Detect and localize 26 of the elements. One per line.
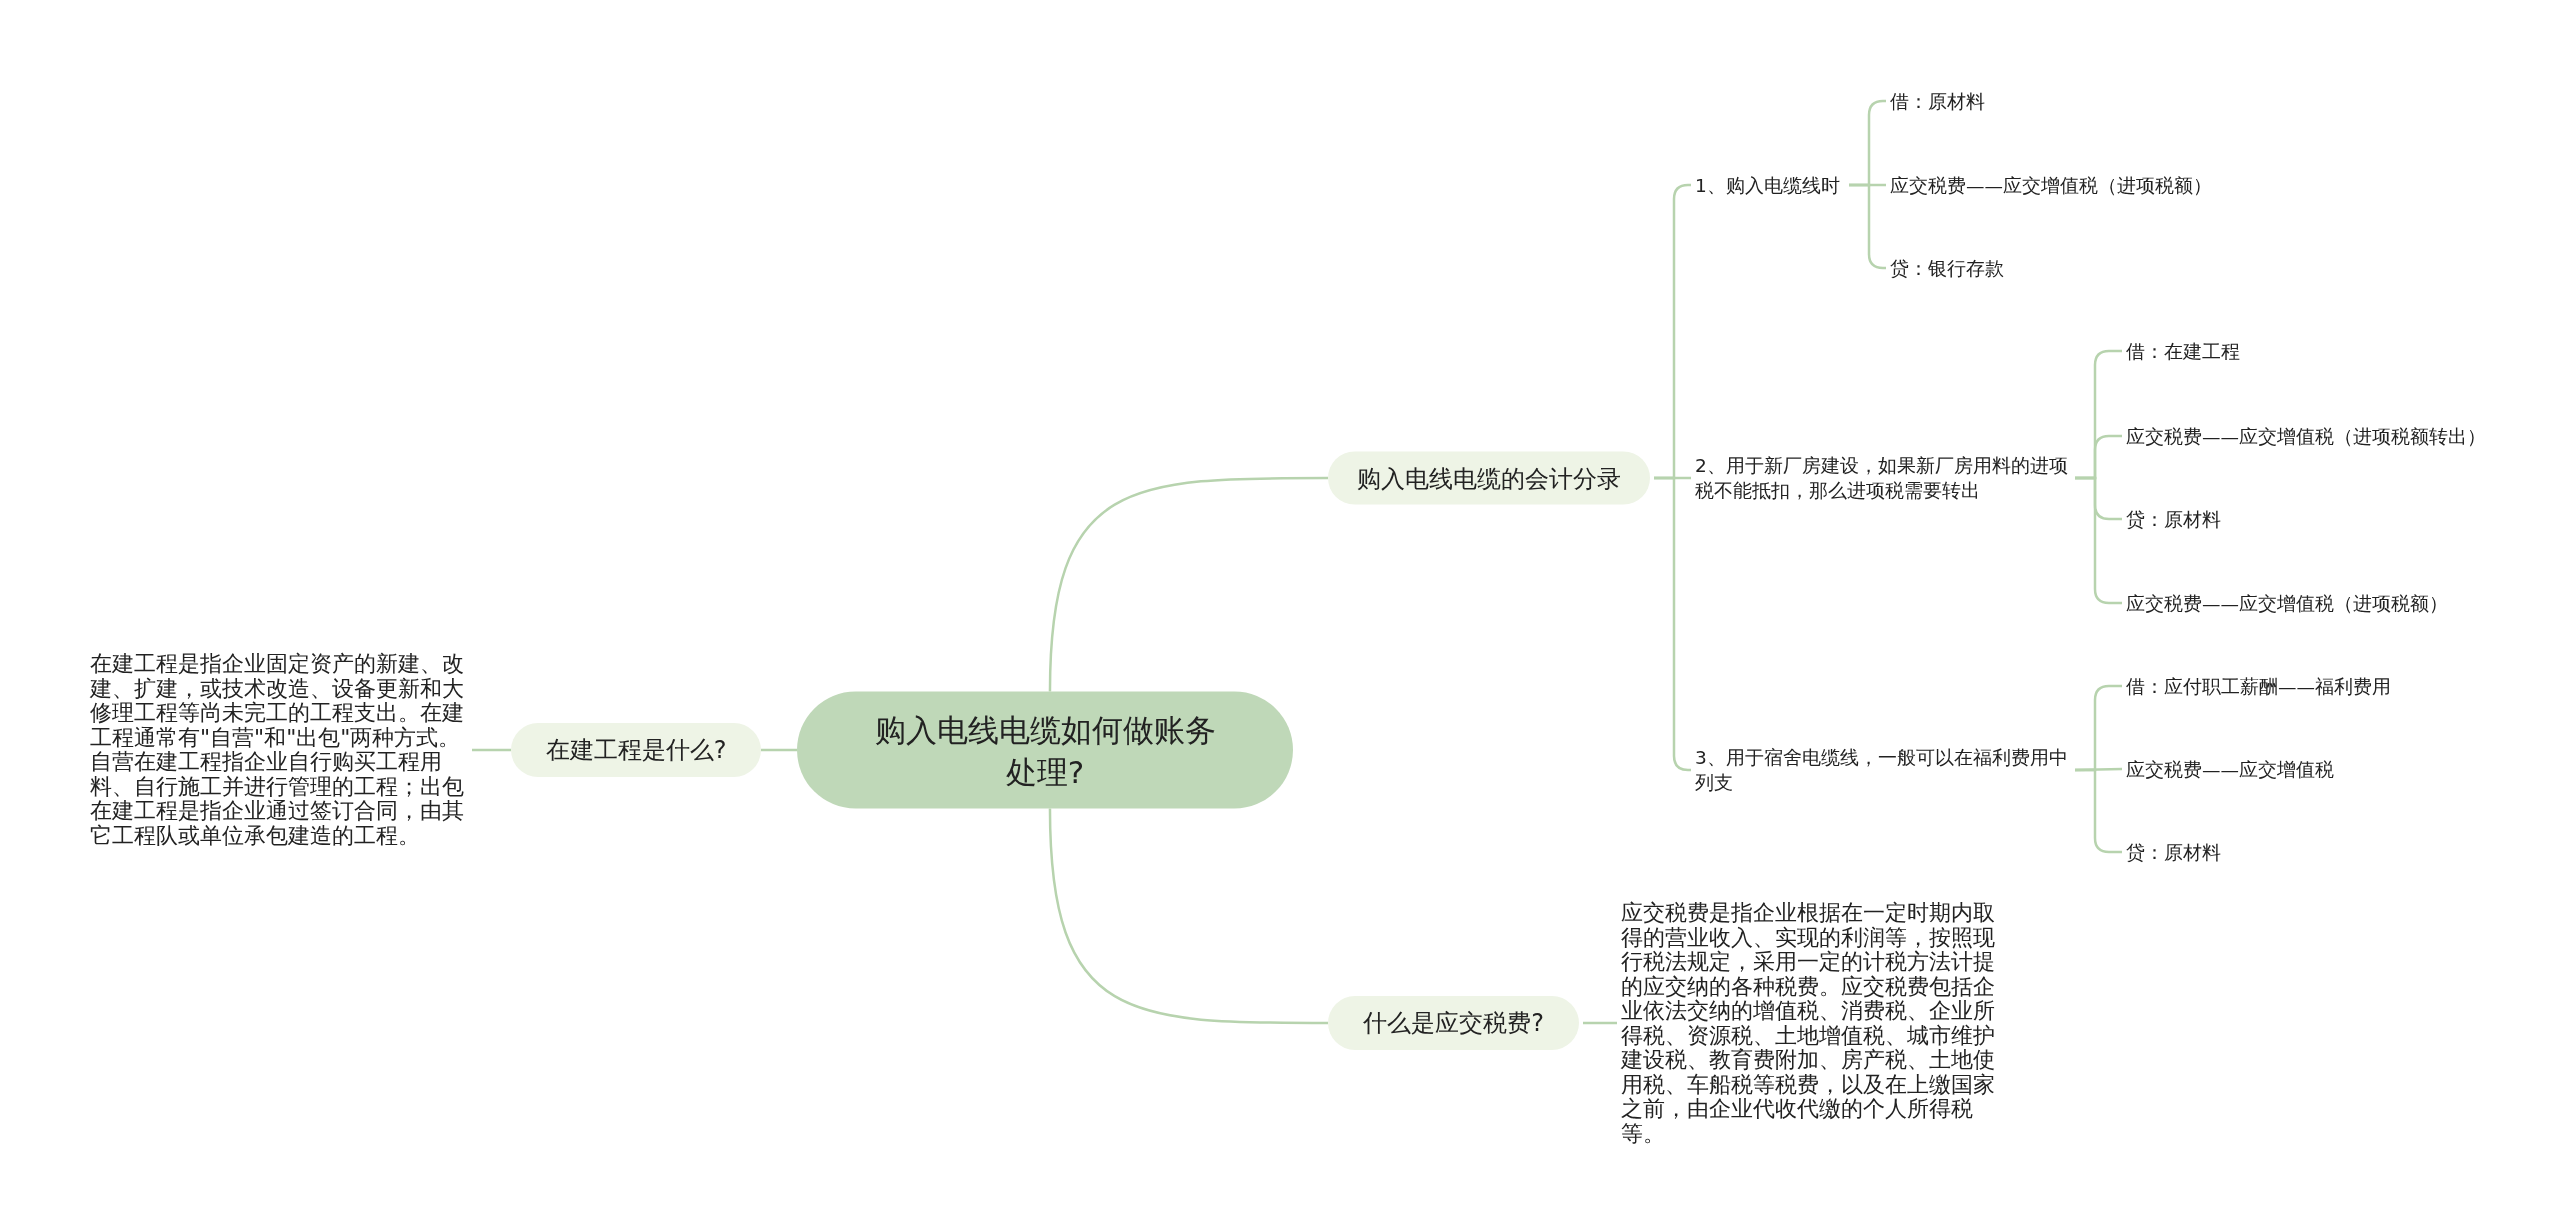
topic-text: 2、用于新厂房建设，如果新厂房用料的进项税不能抵扣，那么进项税需要转出 <box>1695 453 2071 503</box>
topic-text: 应交税费——应交增值税（进项税额） <box>2126 590 2546 616</box>
topic-text: 应交税费——应交增值税 <box>2126 756 2426 782</box>
central-topic: 购入电线电缆如何做账务处理? <box>797 691 1293 809</box>
topic-text: 应交税费——应交增值税（进项税额转出） <box>2126 423 2546 449</box>
connector-line <box>472 748 511 752</box>
topic-text: 贷：原材料 <box>2126 839 2326 865</box>
connector-line <box>1849 183 1886 270</box>
topic-text: 借：应付职工薪酬——福利费用 <box>2126 673 2486 699</box>
topic-pill: 什么是应交税费? <box>1328 996 1579 1050</box>
topic-text: 贷：原材料 <box>2126 506 2326 532</box>
connector-line <box>1583 1021 1617 1025</box>
description-text: 应交税费是指企业根据在一定时期内取得的营业收入、实现的利润等，按照现行税法规定，采用一定的计税方法计提的应交纳的各种税费。应交税费包括企业依法交纳的增值税、消费税、企业所得税、资源税、土地增值税、城市维护建设税、教育费附加、房产税、土地使用税、车船税等税费，以及在上缴国家之前，由企业代收代缴的个人所得税等。 <box>1621 900 2003 1146</box>
topic-text: 借：原材料 <box>1890 88 2090 114</box>
connector-line <box>1048 476 1328 692</box>
topic-text: 1、购入电缆线时 <box>1695 172 1845 198</box>
description-text: 在建工程是指企业固定资产的新建、改建、扩建，或技术改造、设备更新和大修理工程等尚未完工的工程支出。在建工程通常有"自营"和"出包"两种方式。自营在建工程指企业自行购买工程用料、自行施工并进行管理的工程；出包在建工程是指企业通过签订合同，由其它工程队或单位承包建造的工程。 <box>90 652 472 848</box>
topic-text: 3、用于宿舍电缆线，一般可以在福利费用中列支 <box>1695 745 2071 795</box>
connector-line <box>1654 476 1691 772</box>
topic-pill: 购入电线电缆的会计分录 <box>1328 451 1650 505</box>
topic-pill: 在建工程是什么? <box>511 723 761 777</box>
topic-text: 贷：银行存款 <box>1890 255 2090 281</box>
topic-text: 借：在建工程 <box>2126 338 2326 364</box>
topic-text: 应交税费——应交增值税（进项税额） <box>1890 172 2310 198</box>
connector-line <box>761 748 797 752</box>
connector-line <box>1048 808 1328 1025</box>
